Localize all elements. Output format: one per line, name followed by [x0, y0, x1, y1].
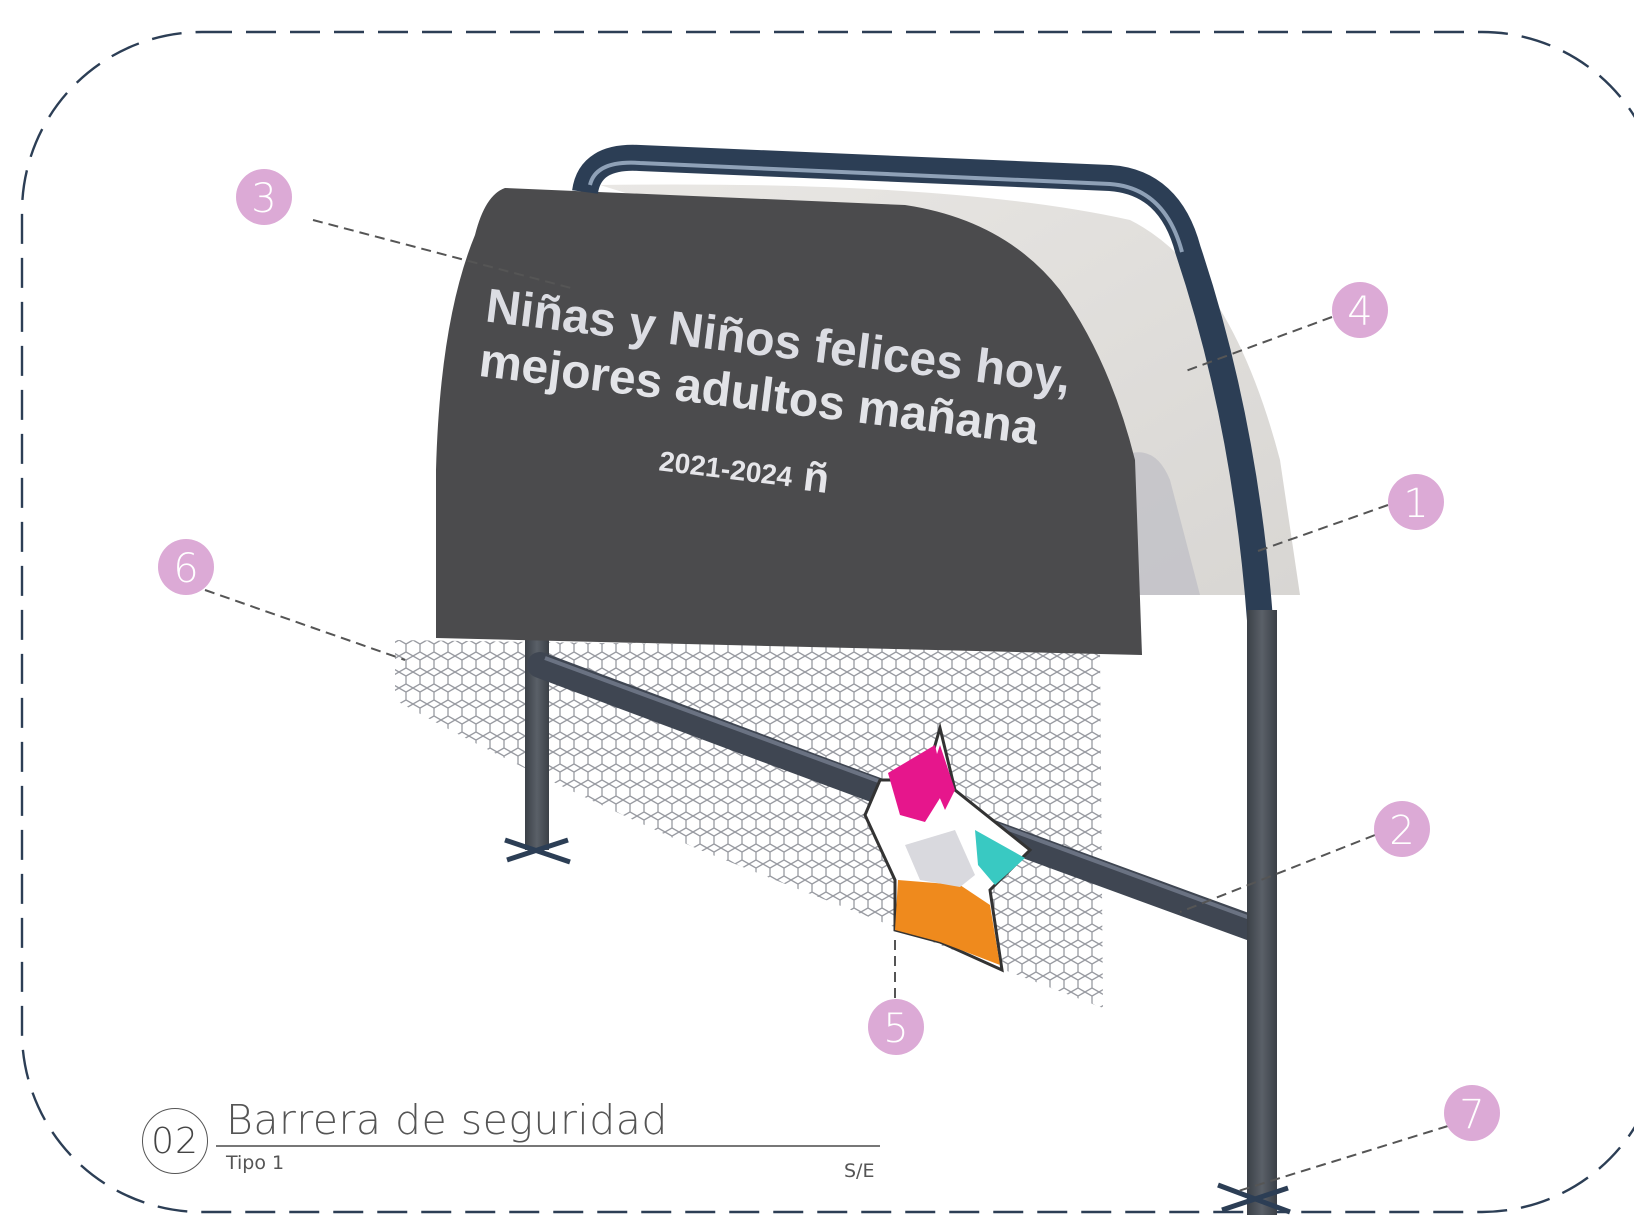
callout-7: 7 [1444, 1085, 1500, 1141]
callout-6: 6 [158, 539, 214, 595]
callout-4-label: 4 [1347, 289, 1372, 335]
callout-1-label: 1 [1403, 481, 1428, 527]
callout-2: 2 [1374, 801, 1430, 857]
callout-5-label: 5 [883, 1006, 908, 1052]
callout-3-label: 3 [251, 176, 276, 222]
leader-2 [1179, 834, 1376, 913]
callout-1: 1 [1388, 474, 1444, 530]
leader-3 [312, 219, 572, 289]
callout-2-label: 2 [1389, 808, 1414, 854]
left-post-base [504, 837, 571, 865]
sheet-number: 02 [142, 1108, 208, 1174]
sign-panel [436, 188, 1142, 655]
leader-7 [1234, 1125, 1449, 1193]
leader-4 [1182, 316, 1333, 373]
callout-5: 5 [868, 999, 924, 1055]
star-emblem [863, 722, 1033, 973]
sheet-title: Barrera de seguridad [226, 1096, 668, 1144]
sheet-subtitle: Tipo 1 [226, 1152, 285, 1174]
callout-4: 4 [1332, 282, 1388, 338]
title-divider [216, 1145, 880, 1147]
sign-logo: ñ [801, 452, 832, 502]
title-block: 02 Barrera de seguridad Tipo 1 S/E [140, 1090, 885, 1190]
arch-frame [572, 144, 1275, 1216]
callout-3: 3 [236, 169, 292, 225]
leader-6 [204, 589, 406, 661]
leader-1 [1257, 504, 1389, 552]
left-post [525, 610, 549, 850]
callout-7-label: 7 [1459, 1092, 1484, 1138]
right-post-base [1217, 1182, 1291, 1215]
callout-6-label: 6 [173, 546, 198, 592]
right-post [1247, 610, 1277, 1215]
sheet-frame [20, 30, 1634, 1214]
sheet-scale: S/E [844, 1160, 875, 1182]
